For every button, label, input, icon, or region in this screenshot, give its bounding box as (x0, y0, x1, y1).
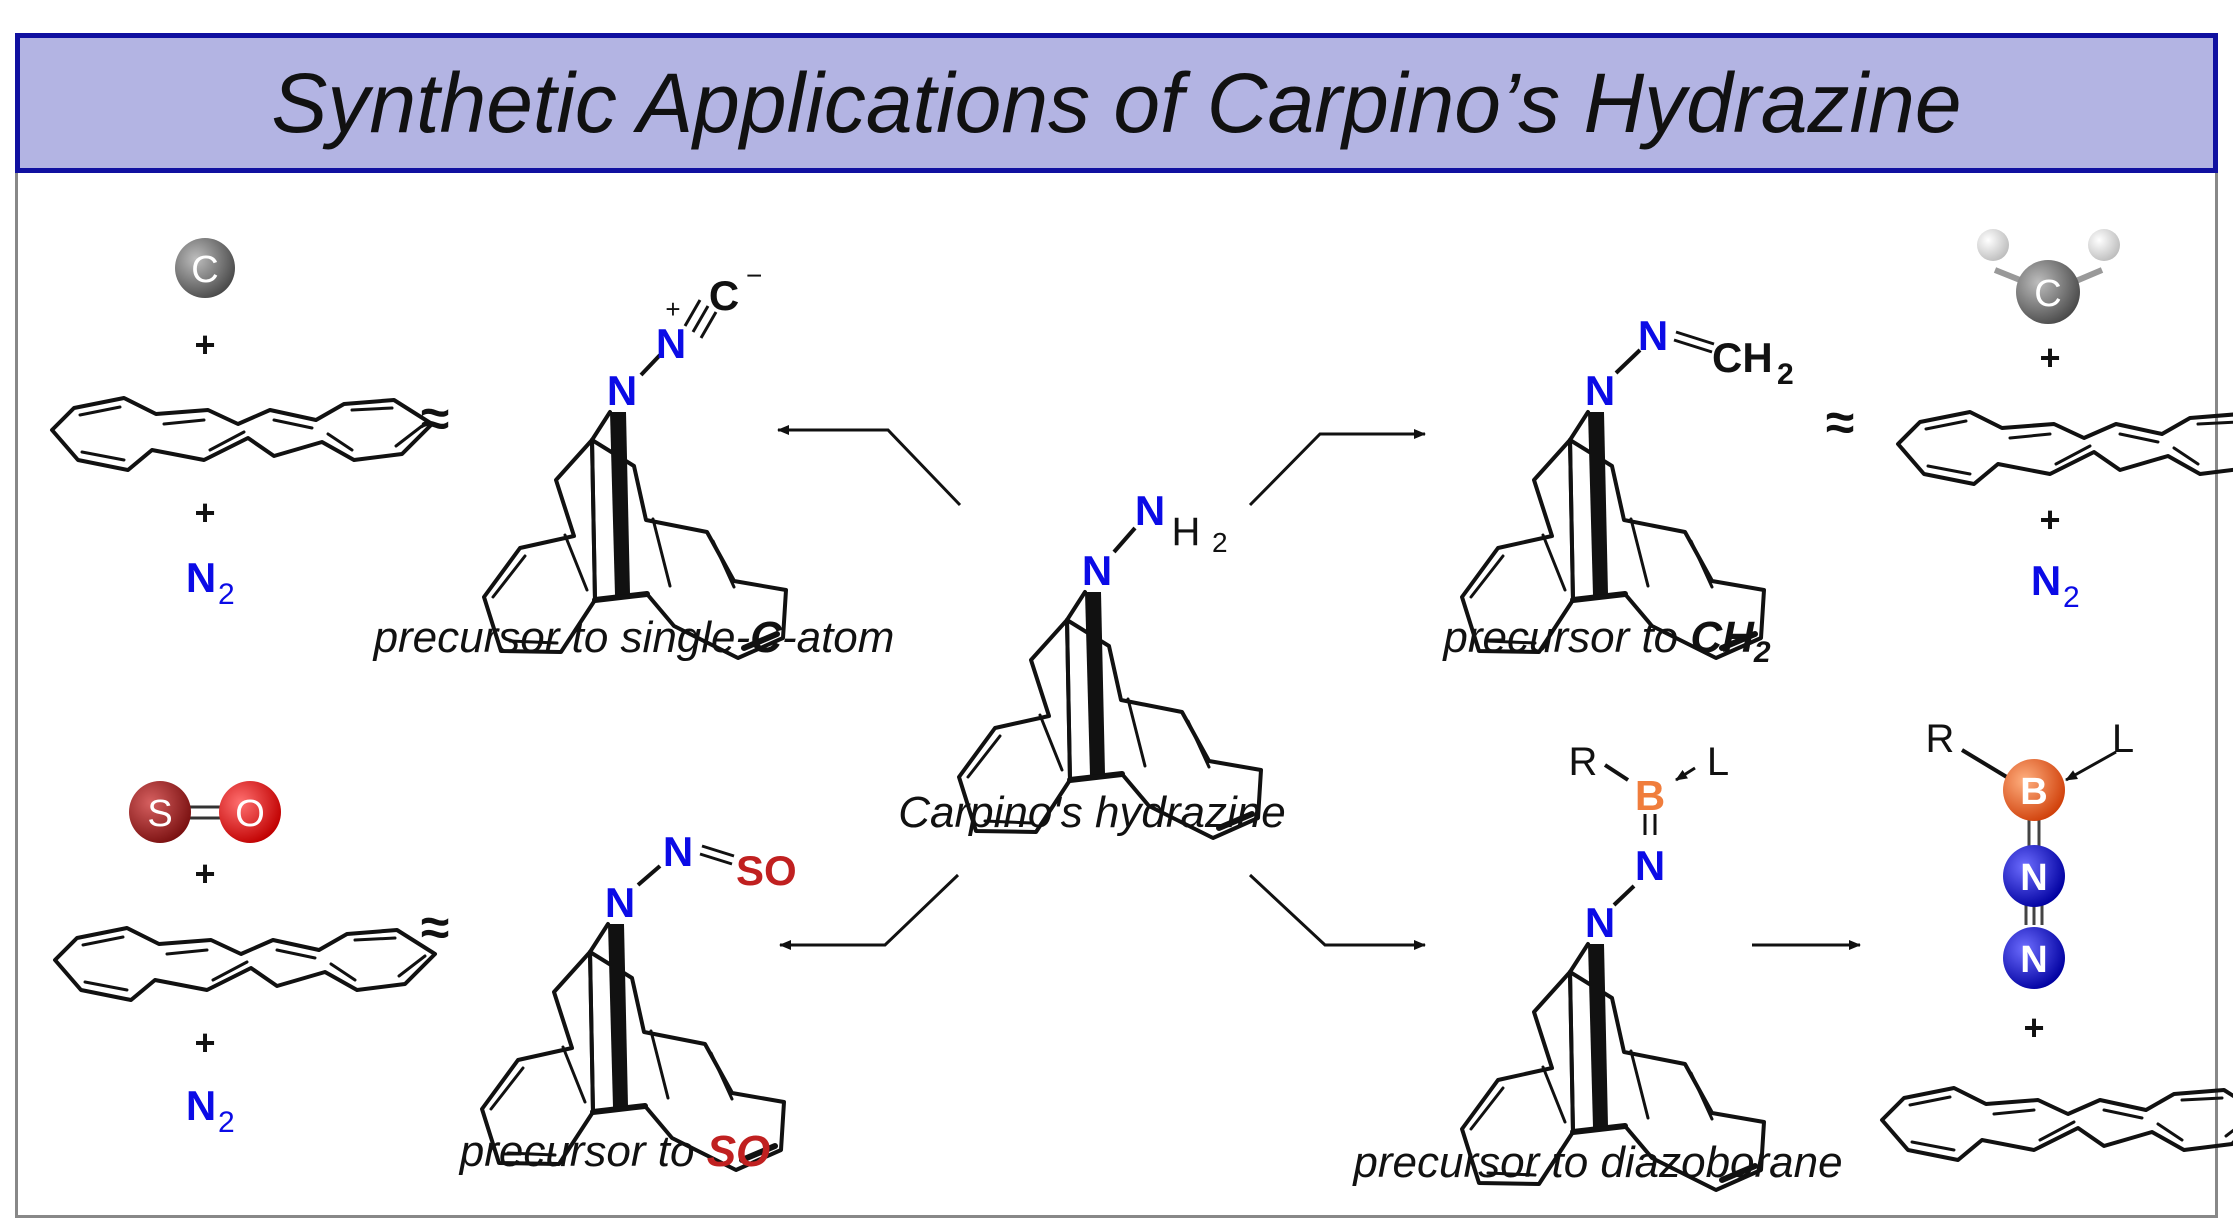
isocyanide-c-label: C (709, 272, 739, 319)
bridge-n-label: N (605, 879, 635, 926)
arrow-to-single-c (777, 425, 962, 507)
plus-sign: + (2039, 337, 2060, 378)
n2-label: N (2031, 557, 2061, 604)
reaction-arrows (777, 425, 1861, 950)
panel-diazoborane: N N B R L precursor to diazoborane R L B… (1351, 717, 2233, 1190)
ball-l-label: L (2112, 717, 2134, 761)
oxygen-ball (219, 781, 281, 843)
nitrogen-ball-label: N (2020, 857, 2047, 899)
n-atom-label: N (1635, 842, 1665, 889)
plus-sign: + (2023, 1007, 2044, 1048)
ligand-label: L (1707, 740, 1729, 784)
n2-subscript: 2 (218, 578, 235, 611)
carbon-atom-label: C (191, 249, 218, 291)
methylene-label: CH (1712, 334, 1773, 381)
arrow-to-diazoborane (1248, 873, 1426, 950)
amine-h-label: H (1172, 510, 1201, 554)
carbon-atom-ball (175, 238, 235, 298)
sulfur-label: S (147, 793, 172, 835)
nitrogen-ball-label: N (2020, 939, 2047, 981)
isocyanide-minus: − (746, 260, 762, 291)
carbon-atom-label: C (2034, 273, 2061, 315)
so-label: SO (736, 847, 797, 894)
single-c-caption: precursor to single-C-atom (372, 613, 895, 662)
arrow-to-so (779, 873, 960, 950)
anthracene-structure (1896, 410, 2233, 486)
anthracene-structure (50, 396, 434, 472)
title-banner: Synthetic Applications of Carpino’s Hydr… (15, 33, 2218, 173)
plus-sign: + (194, 492, 215, 533)
plus-sign: + (194, 324, 215, 365)
n-atom-label: N (663, 828, 693, 875)
amine-n-label: N (1135, 487, 1165, 534)
hydrogen-ball (2088, 229, 2120, 261)
arrow-to-ch2 (1248, 429, 1426, 507)
carpino-hydrazine: N N H 2 Carpino's hydrazine (898, 487, 1286, 838)
bridge-n-label: N (1082, 547, 1112, 594)
anthracene-structure (1880, 1086, 2233, 1162)
diazoborane-caption: precursor to diazoborane (1351, 1138, 1842, 1187)
approx-sign: ≈ (1826, 394, 1855, 452)
plus-sign: + (194, 853, 215, 894)
plus-sign: + (194, 1022, 215, 1063)
isocyanide-plus: + (665, 294, 680, 324)
center-caption: Carpino's hydrazine (898, 788, 1286, 837)
so-caption: precursor to SO (458, 1127, 771, 1176)
bridge-n-label: N (1585, 367, 1615, 414)
bridge-n-label: N (607, 367, 637, 414)
nitrogen-ball (2003, 927, 2065, 989)
sulfur-ball (129, 781, 191, 843)
anthracene-structure (53, 926, 437, 1002)
figure-title: Synthetic Applications of Carpino’s Hydr… (271, 55, 1962, 150)
imine-n-label: N (1638, 312, 1668, 359)
hydrogen-ball (1977, 229, 2009, 261)
carbon-atom-ball (2016, 260, 2080, 324)
r-group-label: R (1569, 740, 1598, 784)
oxygen-label: O (235, 793, 265, 835)
ch2-caption: precursor to CH2 (1441, 613, 1771, 669)
boron-ball-label: B (2020, 771, 2047, 813)
plus-sign: + (2039, 499, 2060, 540)
nitrogen-ball (2003, 845, 2065, 907)
panel-single-c: C + + N 2 ≈ N N + C − precursor to singl… (50, 238, 895, 662)
approx-sign: ≈ (421, 899, 450, 957)
isocyanide-n-label: N (656, 320, 686, 367)
boron-ball (2003, 759, 2065, 821)
amine-subscript: 2 (1212, 527, 1228, 558)
n2-label: N (186, 554, 216, 601)
methylene-subscript: 2 (1777, 358, 1794, 391)
approx-sign: ≈ (421, 390, 450, 448)
panel-so: S O + + N 2 ≈ N N SO precursor to SO (53, 781, 797, 1176)
boron-label: B (1635, 772, 1665, 819)
n2-subscript: 2 (218, 1106, 235, 1139)
ball-r-label: R (1926, 717, 1955, 761)
n2-label: N (186, 1082, 216, 1129)
n2-subscript: 2 (2063, 581, 2080, 614)
panel-ch2: N N CH 2 ≈ C + + N 2 precursor to CH2 (1441, 229, 2233, 669)
bridge-n-label: N (1585, 899, 1615, 946)
